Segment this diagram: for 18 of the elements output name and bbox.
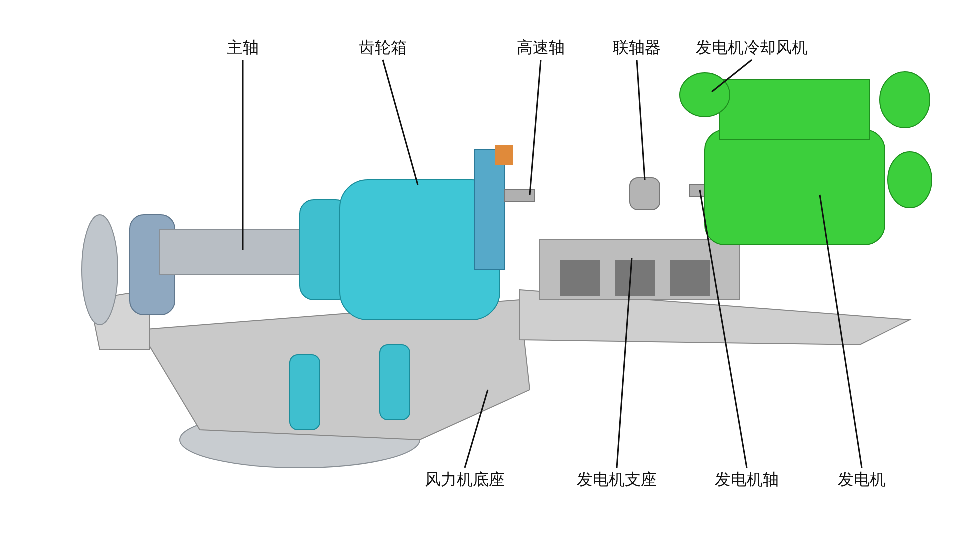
part-label: 发电机轴 bbox=[715, 470, 779, 490]
part-label: 发电机支座 bbox=[577, 470, 657, 490]
leader-line bbox=[464, 390, 489, 468]
part-label: 高速轴 bbox=[517, 38, 565, 58]
part-label: 齿轮箱 bbox=[359, 38, 407, 58]
leader-line bbox=[699, 190, 748, 468]
leader-line bbox=[529, 60, 542, 196]
part-label: 发电机冷却风机 bbox=[696, 38, 808, 58]
leader-line bbox=[616, 258, 633, 468]
part-label: 风力机底座 bbox=[425, 470, 505, 490]
part-label: 联轴器 bbox=[613, 38, 661, 58]
part-label: 主轴 bbox=[227, 38, 259, 58]
part-label: 发电机 bbox=[838, 470, 886, 490]
leader-line bbox=[819, 194, 863, 468]
leader-line bbox=[712, 59, 752, 93]
leader-line bbox=[242, 60, 244, 250]
leader-line bbox=[382, 60, 419, 186]
leader-line bbox=[636, 60, 646, 180]
